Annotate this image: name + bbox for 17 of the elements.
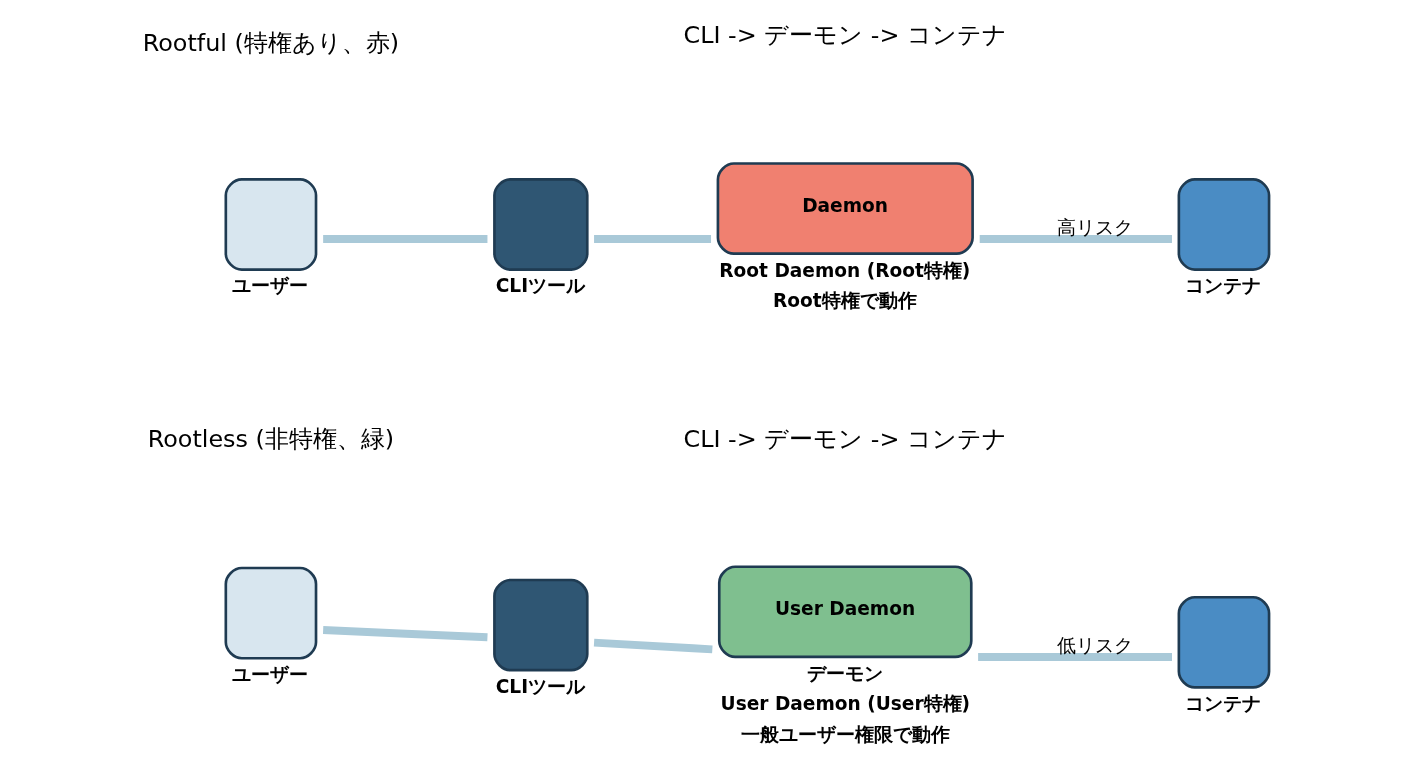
node-label: コンテナ xyxy=(1185,693,1262,715)
edge-label: 高リスク xyxy=(1057,217,1134,239)
node-label: CLIツール xyxy=(495,675,586,697)
node-label: Root特権で動作 xyxy=(772,290,917,311)
label: CLI -> デーモン -> コンテナ xyxy=(683,424,1008,453)
edge-label: 低リスク xyxy=(1057,634,1134,656)
label: CLI -> デーモン -> コンテナ xyxy=(683,21,1008,50)
node-label: コンテナ xyxy=(1185,275,1262,297)
node-label: CLIツール xyxy=(495,275,586,297)
node-label: デーモン xyxy=(806,662,883,684)
node-label: Root Daemon (Root特権) xyxy=(719,259,971,281)
node-label: 一般ユーザー権限で動作 xyxy=(741,723,951,745)
node-label: ユーザー xyxy=(232,275,309,297)
label: Rootful (特権あり、赤) xyxy=(142,29,400,58)
node-label: User Daemon (User特権) xyxy=(720,693,971,715)
node-label: ユーザー xyxy=(232,664,309,686)
label: Rootless (非特権、緑) xyxy=(147,424,395,453)
